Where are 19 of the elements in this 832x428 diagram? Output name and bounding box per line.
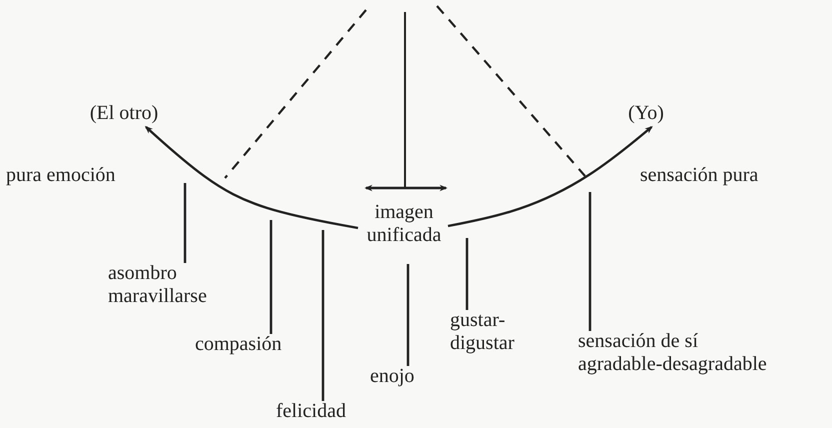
node-label: (El otro) [74,102,174,125]
node-label: felicidad [276,400,376,423]
node-label: enojo [370,365,430,388]
leader-line [322,230,324,401]
leader-line [466,238,468,310]
side-label: sensación pura [640,164,758,187]
node-label: imagen unificada [358,201,450,247]
leader-line [270,220,272,334]
node-label: gustar- digustar [450,309,550,355]
node-label: (Yo) [618,102,674,125]
curved-arrow [144,126,358,230]
node-label: compasión [195,333,320,356]
node-label: sensación de sí agradable-desagradable [578,330,830,376]
leader-line [406,264,410,366]
leader-line [184,183,186,263]
curved-arrow [448,126,653,228]
leader-line [588,192,592,331]
node-label: asombro maravillarse [108,262,248,308]
side-label: pura emoción [6,164,116,187]
